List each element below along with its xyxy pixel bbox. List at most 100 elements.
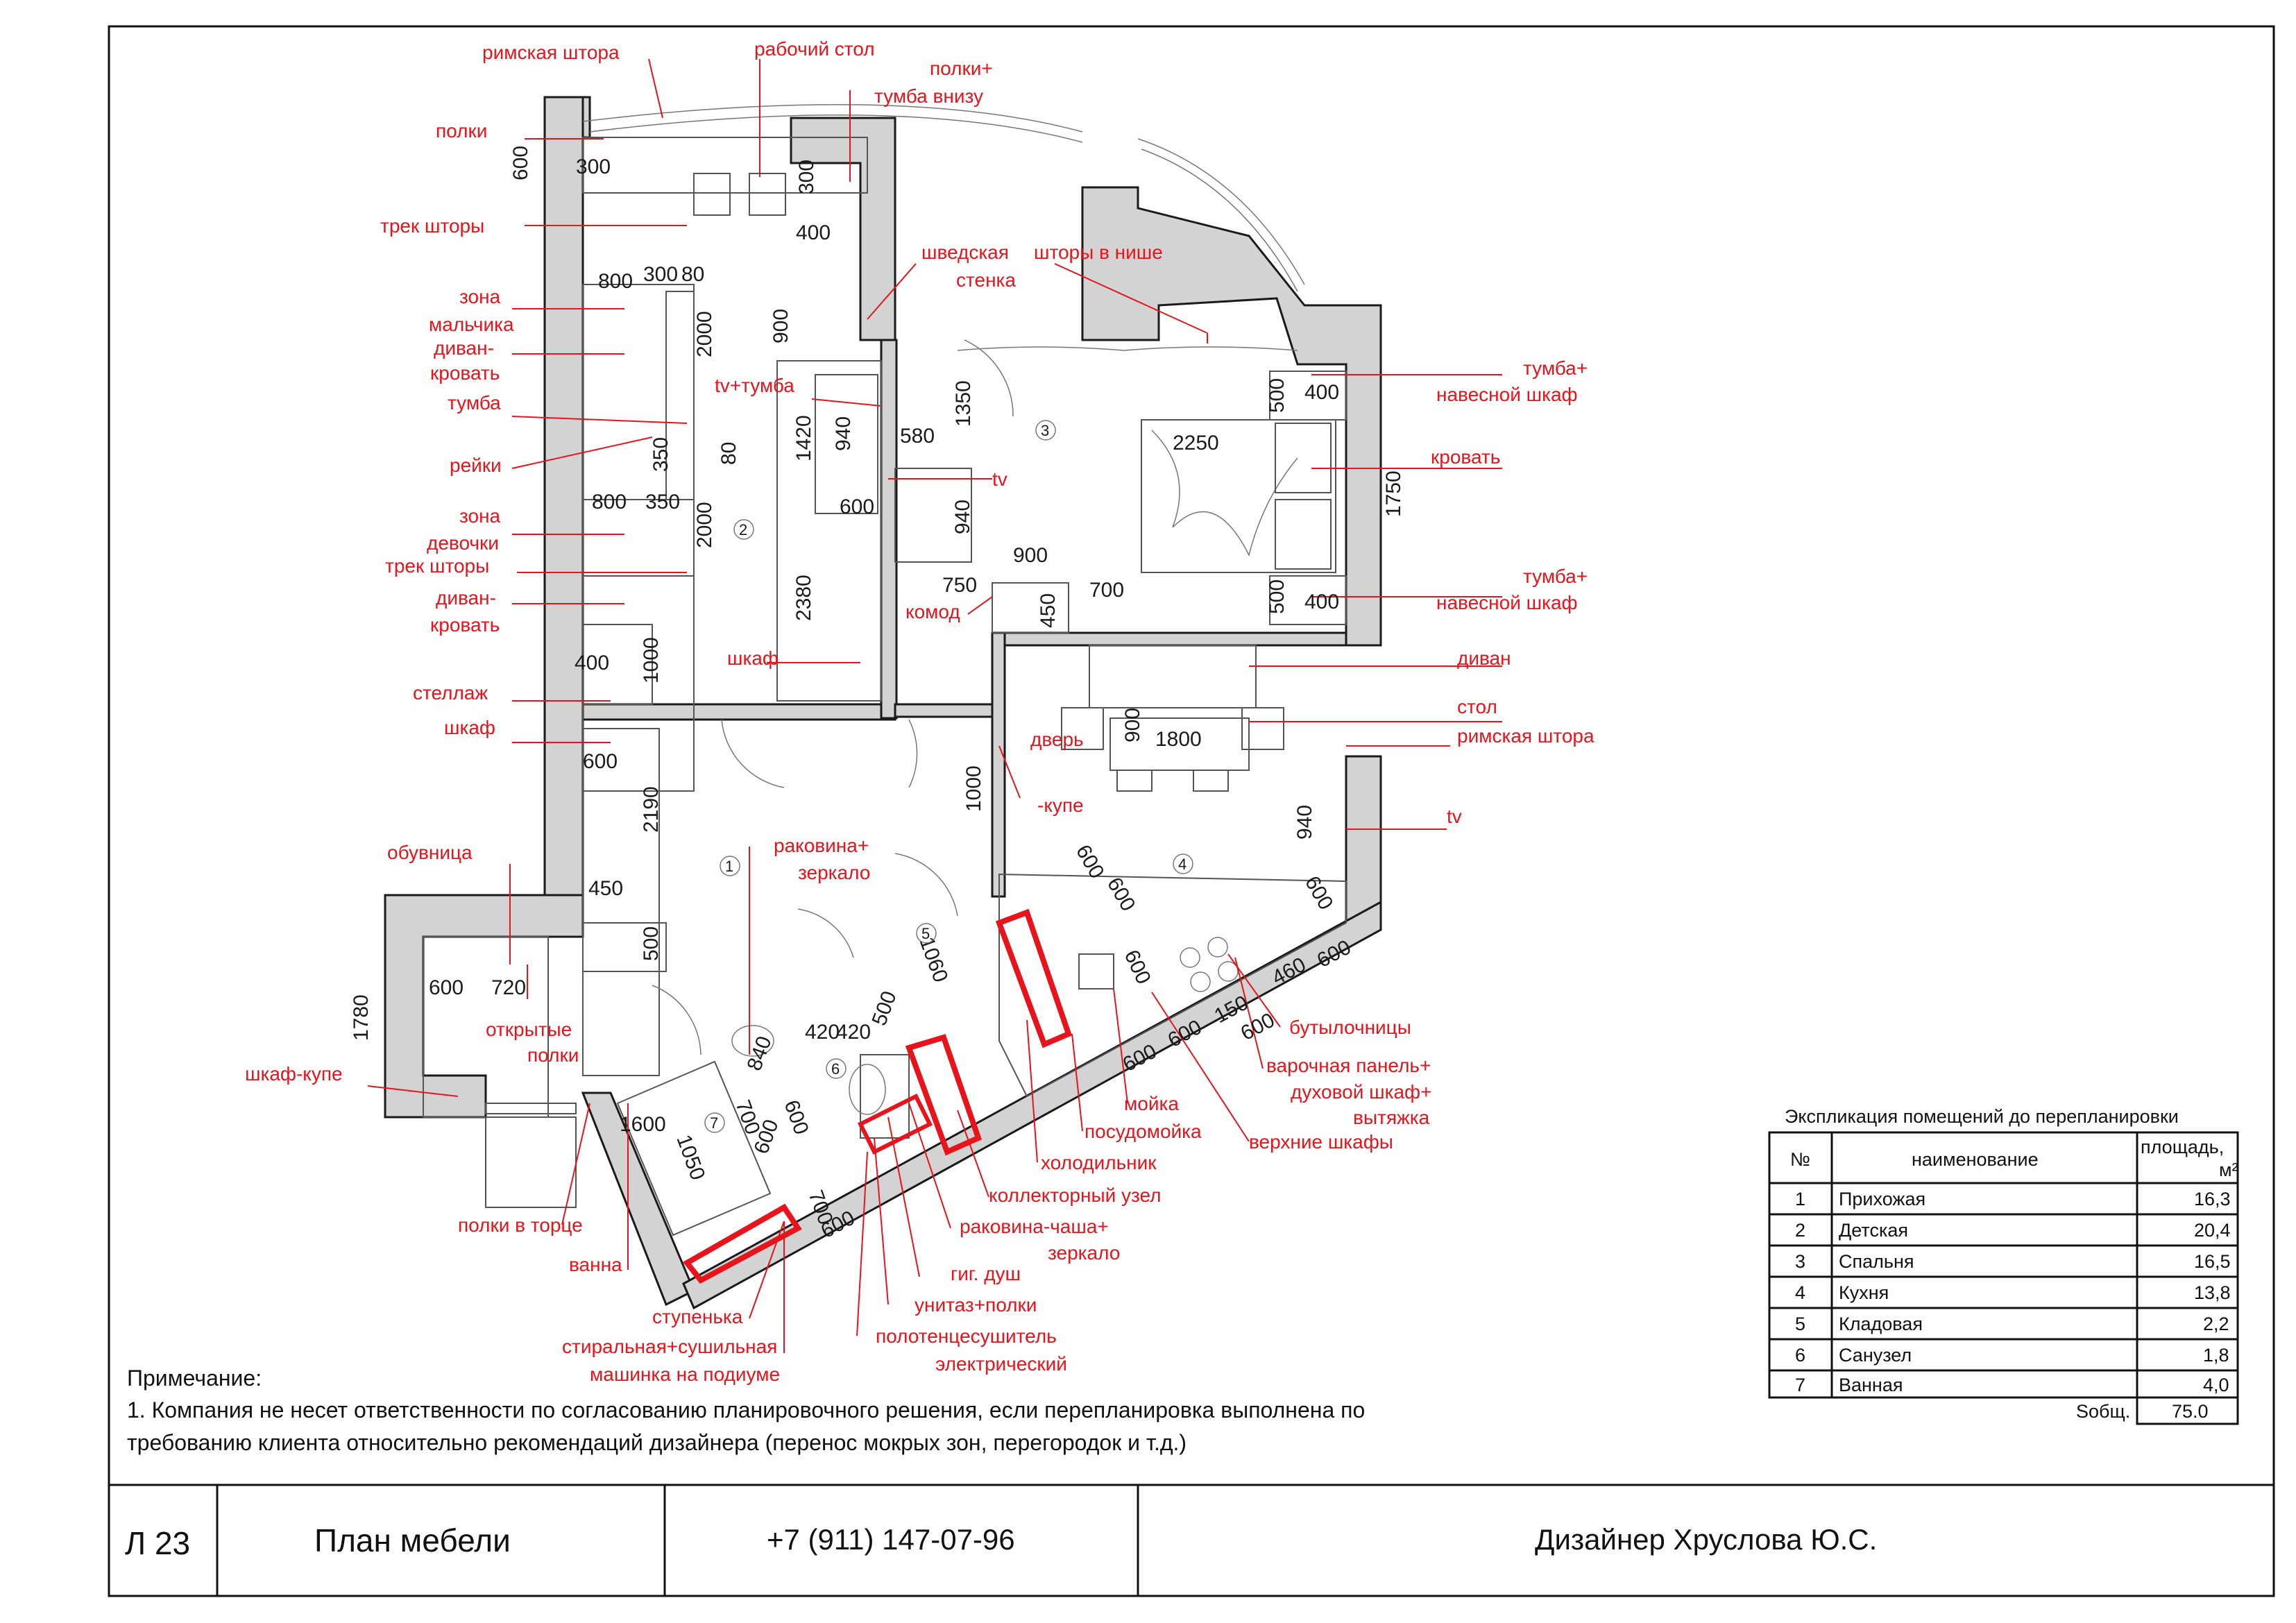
- label-bottle-racks: бутылочницы: [1289, 1017, 1411, 1038]
- label-girl-zone-a: зона: [459, 505, 501, 527]
- dim: 1000: [640, 637, 663, 683]
- dim: 400: [575, 652, 609, 674]
- label-slats: рейки: [450, 454, 502, 476]
- note-block: Примечание: 1. Компания не несет ответст…: [127, 1366, 1365, 1455]
- dim: 700: [1089, 579, 1124, 602]
- label-girl-zone-b: девочки: [427, 532, 499, 554]
- leader-lines: [367, 58, 1502, 1353]
- dim: 1780: [350, 994, 373, 1041]
- table-row-area: 16,3: [2194, 1189, 2231, 1209]
- label-boy-zone-b: мальчика: [429, 314, 514, 335]
- label-open-shelves-b: полки: [527, 1044, 579, 1066]
- label-tv-1: tv: [992, 468, 1007, 490]
- dim: 840: [743, 1033, 776, 1073]
- label-open-shelves-a: открытые: [486, 1019, 572, 1040]
- dim: 900: [769, 309, 792, 343]
- designer-name: Дизайнер Хруслова Ю.С.: [1535, 1523, 1877, 1556]
- dim: 420: [836, 1021, 871, 1044]
- label-sink: мойка: [1124, 1093, 1179, 1114]
- dim: 450: [1037, 593, 1060, 628]
- dim: 2250: [1173, 432, 1219, 454]
- dim: 1350: [952, 380, 975, 427]
- balcony-arc: [1137, 138, 1305, 285]
- label-sliding-door-b: -купе: [1037, 794, 1084, 816]
- table-header-area-a: площадь,: [2141, 1137, 2224, 1157]
- label-wardrobe-1: шкаф: [727, 647, 779, 669]
- label-niche-curtains: шторы в нише: [1034, 241, 1163, 263]
- label-swedish-wall-b: стенка: [956, 269, 1016, 291]
- table-total-label: Sобщ.: [2076, 1401, 2130, 1422]
- table-header-area-b: м²: [2219, 1159, 2238, 1180]
- label-sink-mirror-b: зеркало: [798, 862, 870, 883]
- dim: 1750: [1382, 470, 1405, 517]
- dim: 750: [942, 574, 977, 597]
- dim: 940: [951, 500, 974, 534]
- dim: 2000: [693, 502, 716, 548]
- dim: 500: [1266, 579, 1289, 614]
- label-sink-mirror-a: раковина+: [774, 835, 869, 856]
- dim: 300: [643, 263, 678, 286]
- table-row-no: 1: [1795, 1189, 1805, 1209]
- label-washer-dryer-a: стиральная+сушильная: [562, 1336, 777, 1357]
- table-row-no: 4: [1795, 1282, 1805, 1303]
- table-row-area: 16,5: [2194, 1251, 2231, 1272]
- sheet-number: Л 23: [125, 1525, 190, 1561]
- table-row-area: 13,8: [2194, 1282, 2231, 1303]
- engineering-zones: [682, 908, 1072, 1284]
- label-washer-dryer-b: машинка на подиуме: [590, 1363, 780, 1385]
- label-curtain-track-1: трек шторы: [380, 215, 484, 237]
- dim: 600: [509, 146, 532, 180]
- dim: 80: [681, 263, 704, 286]
- room-number-6: 6: [831, 1060, 840, 1078]
- label-towel-warmer-b: электрический: [935, 1353, 1067, 1375]
- label-swedish-wall-a: шведская: [921, 241, 1009, 263]
- dim: 350: [649, 437, 672, 472]
- label-roman-blind-1: римская штора: [482, 42, 620, 63]
- label-nightstand-wall-2b: навесной шкаф: [1436, 592, 1578, 613]
- dim: 300: [576, 155, 611, 178]
- label-hob-oven-a: варочная панель+: [1266, 1055, 1431, 1076]
- dim: 940: [832, 416, 855, 451]
- label-rack: стеллаж: [413, 682, 488, 704]
- dim: 1800: [1155, 728, 1202, 751]
- dim: 2380: [792, 575, 815, 621]
- explication-table: Экспликация помещений до перепланировки …: [1768, 1106, 2239, 1425]
- annotation-labels: римская штора рабочий стол полки+ тумба …: [245, 38, 1595, 1385]
- table-caption: Экспликация помещений до перепланировки: [1785, 1106, 2179, 1127]
- title-block: Л 23 План мебели +7 (911) 147-07-96 Диза…: [125, 1522, 1877, 1561]
- label-sofa: диван: [1457, 647, 1511, 669]
- table-row-no: 2: [1795, 1220, 1805, 1241]
- label-shoe-rack: обувница: [387, 842, 473, 863]
- sheet-frame: [108, 25, 2275, 1597]
- table-row-name: Ванная: [1839, 1375, 1903, 1395]
- label-sofa-bed-1a: диван-: [434, 337, 494, 359]
- table-row-name: Санузел: [1839, 1345, 1912, 1366]
- dim: 600: [583, 750, 618, 773]
- dim: 940: [1293, 805, 1316, 840]
- label-nightstand-wall-1a: тумба+: [1523, 357, 1588, 379]
- table-row-no: 5: [1795, 1314, 1805, 1334]
- room-number-5: 5: [921, 925, 930, 942]
- dim: 2190: [640, 786, 663, 833]
- dim: 900: [1013, 544, 1048, 567]
- label-tv-stand: tv+тумба: [715, 375, 794, 396]
- dim: 1000: [962, 765, 985, 812]
- dim: 80: [717, 442, 740, 465]
- dim: 400: [1304, 381, 1339, 404]
- dim: 400: [1304, 590, 1339, 613]
- table-total-value: 75.0: [2172, 1401, 2209, 1422]
- label-tv-2: tv: [1447, 806, 1462, 827]
- label-nightstand-wall-2a: тумба+: [1523, 566, 1588, 587]
- table-row-no: 6: [1795, 1345, 1805, 1366]
- label-shelves-cabinet-a: полки+: [930, 58, 993, 79]
- dim: 720: [491, 976, 526, 999]
- label-boy-zone-a: зона: [459, 286, 501, 307]
- label-end-shelves: полки в торце: [458, 1214, 583, 1236]
- dim: 300: [795, 160, 818, 194]
- dim: 400: [796, 221, 831, 244]
- label-hygienic-shower: гиг. душ: [951, 1263, 1021, 1284]
- dim: 600: [1300, 872, 1338, 914]
- room-number-1: 1: [725, 858, 733, 875]
- balcony-arc-inner: [1141, 148, 1298, 292]
